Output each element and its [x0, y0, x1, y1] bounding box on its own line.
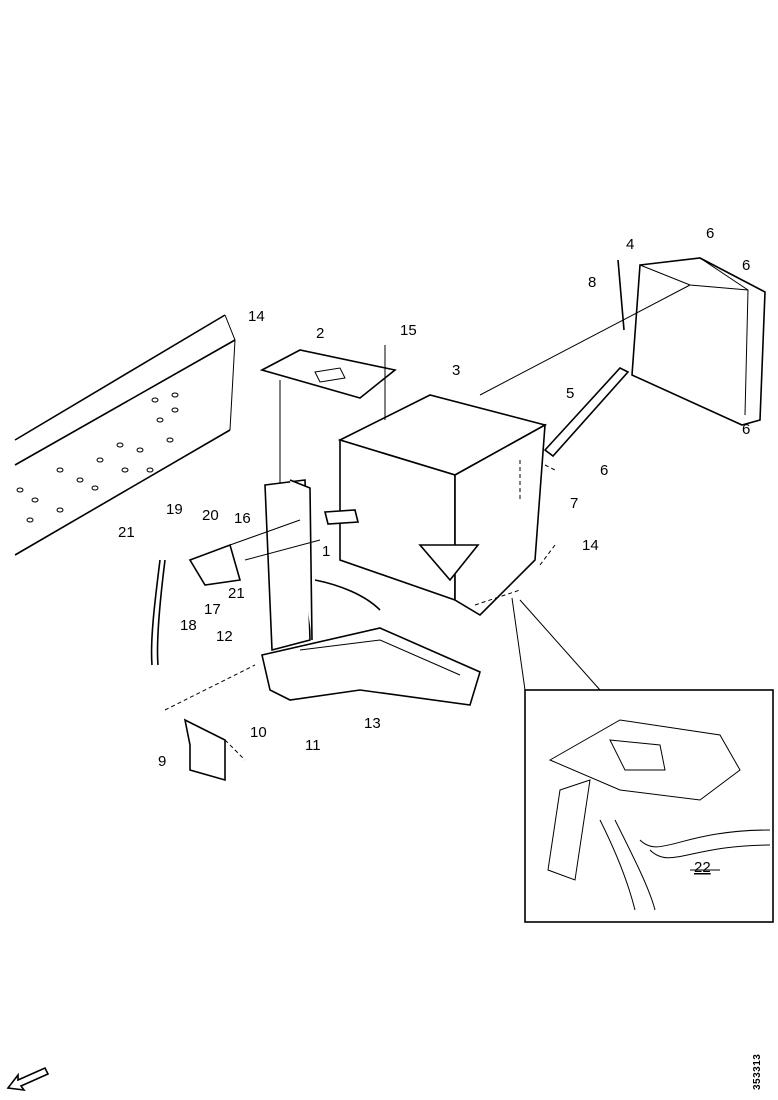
- callout-9: 9: [158, 753, 166, 770]
- direction-arrow-icon: [6, 1066, 50, 1092]
- frame-hole: [16, 487, 24, 493]
- callout-6: 6: [600, 462, 608, 479]
- bracket-part-9: [183, 718, 226, 782]
- frame-rail: [14, 314, 236, 556]
- frame-hole: [76, 477, 84, 483]
- frame-hole: [171, 407, 179, 413]
- cover-part-4: [617, 257, 766, 426]
- frame-hole: [171, 392, 179, 398]
- callout-6: 6: [742, 421, 750, 438]
- callout-21: 21: [118, 524, 135, 541]
- callout-21: 21: [228, 585, 245, 602]
- bracket-part-1: [261, 479, 481, 706]
- frame-hole: [136, 447, 144, 453]
- frame-hole: [151, 397, 159, 403]
- callout-8: 8: [588, 274, 596, 291]
- callout-1: 1: [322, 543, 330, 560]
- plate-part-2: [259, 349, 397, 399]
- battery-box-part-3: [323, 394, 548, 617]
- strap-part-5: [543, 367, 630, 458]
- callout-2: 2: [316, 325, 324, 342]
- frame-hole: [116, 442, 124, 448]
- frame-hole: [31, 497, 39, 503]
- frame-hole: [166, 437, 174, 443]
- frame-hole: [56, 507, 64, 513]
- frame-hole: [146, 467, 154, 473]
- callout-4: 4: [626, 236, 634, 253]
- callout-5: 5: [566, 385, 574, 402]
- frame-hole: [91, 485, 99, 491]
- frame-hole: [156, 417, 164, 423]
- cable: [150, 559, 166, 666]
- callout-13: 13: [364, 715, 381, 732]
- bracket-part-16: [188, 543, 242, 586]
- callout-20: 20: [202, 507, 219, 524]
- document-id: 353313: [752, 1053, 763, 1090]
- callout-6: 6: [706, 225, 714, 242]
- callout-14: 14: [248, 308, 265, 325]
- callout-15: 15: [400, 322, 417, 339]
- callout-14: 14: [582, 537, 599, 554]
- callout-3: 3: [452, 362, 460, 379]
- frame-hole: [56, 467, 64, 473]
- detail-inset: [511, 597, 774, 923]
- callout-22: 22: [694, 859, 711, 876]
- callout-18: 18: [180, 617, 197, 634]
- callout-12: 12: [216, 628, 233, 645]
- callout-10: 10: [250, 724, 267, 741]
- callout-17: 17: [204, 601, 221, 618]
- leader-line: [479, 284, 691, 396]
- frame-hole: [121, 467, 129, 473]
- callout-11: 11: [305, 737, 321, 754]
- callout-19: 19: [166, 501, 183, 518]
- callout-16: 16: [234, 510, 251, 527]
- frame-hole: [26, 517, 34, 523]
- callout-6: 6: [742, 257, 750, 274]
- frame-hole: [96, 457, 104, 463]
- callout-7: 7: [570, 495, 578, 512]
